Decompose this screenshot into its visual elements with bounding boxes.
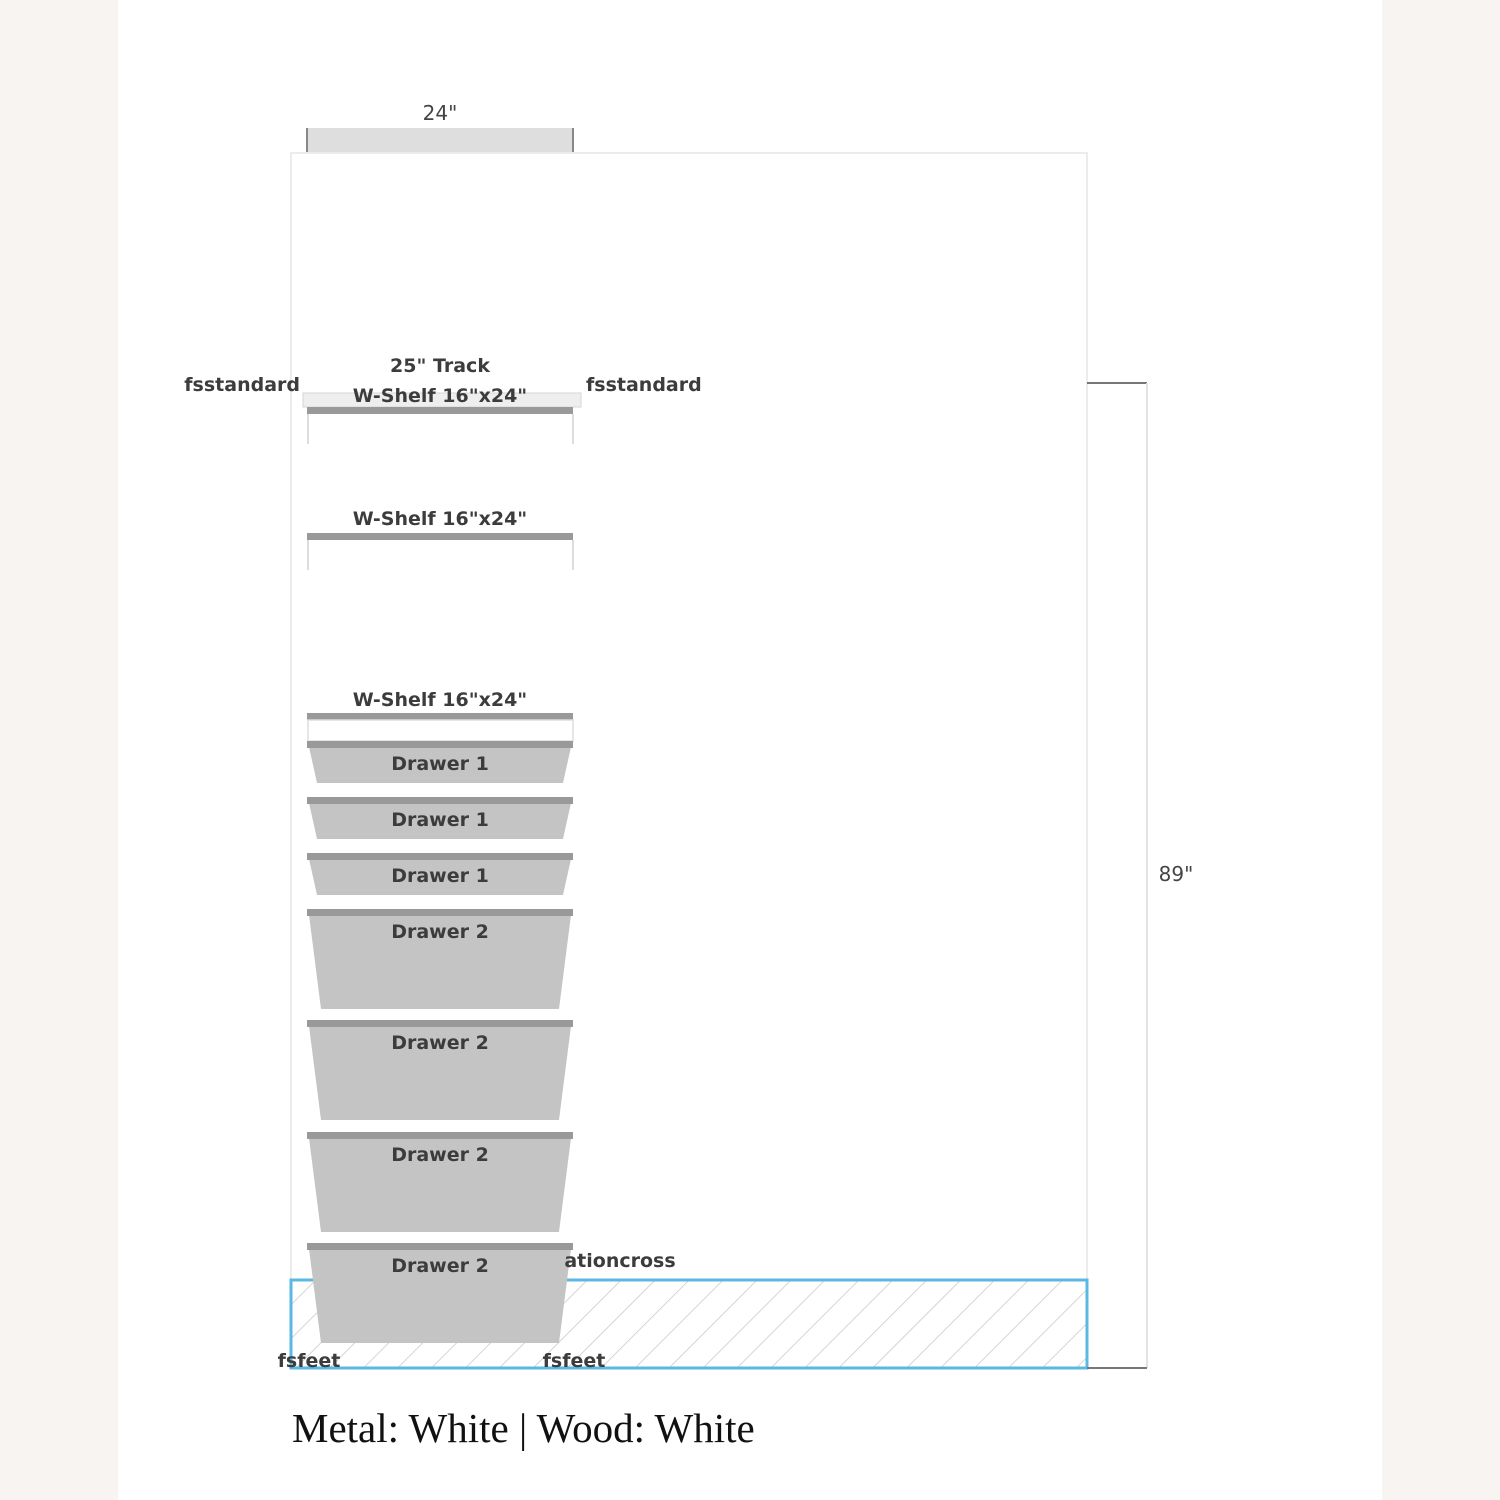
width-dimension-bar <box>307 128 573 152</box>
drawer-body <box>309 1026 571 1120</box>
track-label: 25" Track <box>390 355 490 377</box>
drawer-label: Drawer 1 <box>391 809 489 831</box>
shelf-1-label: W-Shelf 16"x24" <box>353 385 527 407</box>
drawer: Drawer 1 <box>307 741 573 783</box>
drawer: Drawer 1 <box>307 797 573 839</box>
track-left-standard-label: fsstandard <box>184 374 300 396</box>
shelf-3-bar <box>307 713 573 720</box>
drawer-top-bar <box>307 853 573 860</box>
drawer-label: Drawer 2 <box>391 1255 489 1277</box>
shelf-2-label: W-Shelf 16"x24" <box>353 508 527 530</box>
drawer-top-bar <box>307 741 573 748</box>
drawer: Drawer 2 <box>307 1020 573 1120</box>
drawer-body <box>309 915 571 1009</box>
shelf-1-bar <box>307 407 573 414</box>
drawer-body <box>309 1138 571 1232</box>
drawer-label: Drawer 2 <box>391 1144 489 1166</box>
height-dimension <box>1087 382 1148 1369</box>
drawer: Drawer 2 <box>307 1243 573 1343</box>
drawer-label: Drawer 2 <box>391 1032 489 1054</box>
drawer-top-bar <box>307 1132 573 1139</box>
drawer-body <box>309 859 571 895</box>
right-foot-label: fsfeet <box>543 1350 606 1372</box>
height-dimension-label: 89" <box>1159 862 1194 886</box>
drawer-label: Drawer 1 <box>391 865 489 887</box>
drawer-body <box>309 803 571 839</box>
left-foot-label: fsfeet <box>278 1350 341 1372</box>
base-label: ationcross <box>564 1250 675 1272</box>
drawer-top-bar <box>307 909 573 916</box>
drawer-top-bar <box>307 1020 573 1027</box>
finish-caption: Metal: White | Wood: White <box>292 1405 755 1451</box>
drawer: Drawer 2 <box>307 909 573 1009</box>
shelf-3-label: W-Shelf 16"x24" <box>353 689 527 711</box>
drawer-top-bar <box>307 1243 573 1250</box>
drawer-top-bar <box>307 797 573 804</box>
shelf-2-bar <box>307 533 573 540</box>
drawer-label: Drawer 2 <box>391 921 489 943</box>
drawer: Drawer 1 <box>307 853 573 895</box>
drawer-body <box>309 747 571 783</box>
drawer-label: Drawer 1 <box>391 753 489 775</box>
track-right-standard-label: fsstandard <box>586 374 702 396</box>
width-dimension-label: 24" <box>423 101 458 125</box>
drawer: Drawer 2 <box>307 1132 573 1232</box>
drawer-body <box>309 1249 571 1343</box>
